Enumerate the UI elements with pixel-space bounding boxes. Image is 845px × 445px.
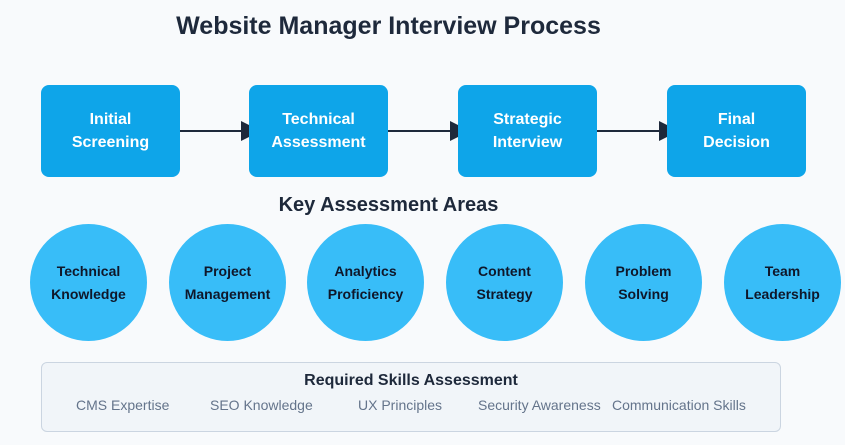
step-label: Technical Assessment: [271, 111, 366, 151]
skill-item: CMS Expertise: [76, 397, 170, 413]
step-final-decision: Final Decision: [667, 85, 806, 177]
area-label: Problem Solving: [615, 262, 672, 302]
area-label: Technical Knowledge: [51, 262, 126, 302]
area-analytics-proficiency: Analytics Proficiency: [307, 224, 424, 341]
area-label: Content Strategy: [476, 262, 533, 302]
area-label: Analytics Proficiency: [327, 262, 404, 302]
area-problem-solving: Problem Solving: [585, 224, 702, 341]
step-label: Strategic Interview: [492, 111, 563, 151]
area-label: Project Management: [184, 262, 271, 302]
skills-title: Required Skills Assessment: [304, 372, 518, 389]
step-label: Final Decision: [703, 111, 770, 151]
skill-item: UX Principles: [358, 397, 443, 413]
step-strategic-interview: Strategic Interview: [458, 85, 597, 177]
skill-item: Communication Skills: [612, 397, 746, 413]
step-initial-screening: Initial Screening: [41, 85, 180, 177]
required-skills-panel: Required Skills Assessment CMS Expertise…: [41, 362, 781, 432]
area-label: Team Leadership: [745, 262, 820, 302]
diagram-title: Website Manager Interview Process: [176, 12, 601, 40]
area-project-management: Project Management: [169, 224, 286, 341]
skill-item: SEO Knowledge: [210, 397, 313, 413]
step-label: Initial Screening: [71, 111, 150, 151]
area-team-leadership: Team Leadership: [724, 224, 841, 341]
skill-item: Security Awareness: [478, 397, 601, 413]
step-technical-assessment: Technical Assessment: [249, 85, 388, 177]
area-content-strategy: Content Strategy: [446, 224, 563, 341]
area-technical-knowledge: Technical Knowledge: [30, 224, 147, 341]
assessment-areas-title: Key Assessment Areas: [278, 194, 499, 216]
